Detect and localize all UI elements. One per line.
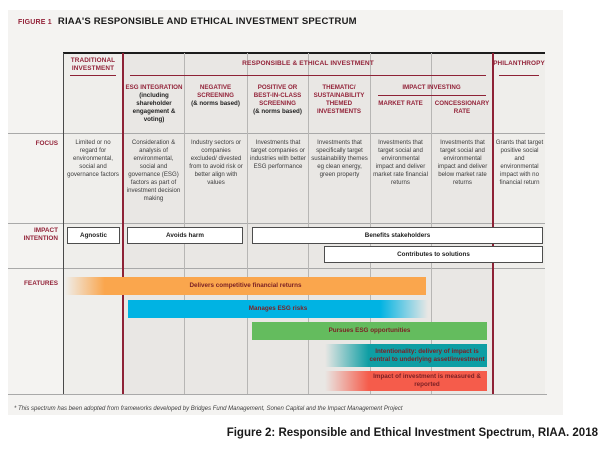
- focus-cell-philanthropy: Grants that target positive social and e…: [495, 139, 544, 187]
- column-header-positive-screening-sub: (& norms based): [253, 108, 302, 116]
- impact-box-avoids-harm: Avoids harm: [127, 227, 243, 244]
- focus-cell-traditional: Limited or no regard for environmental, …: [67, 139, 119, 179]
- grid-line-esg-negative: [184, 53, 185, 394]
- column-header-market-rate: MARKET RATE: [372, 100, 429, 108]
- grid-line-labels: [63, 53, 64, 394]
- focus-cell-concessionary-rate: Investments that target social and envir…: [437, 139, 488, 187]
- feature-bar-competitive-returns: Delivers competitive financial returns: [65, 277, 426, 295]
- column-header-negative-screening-title: NEGATIVE SCREENING: [197, 84, 234, 100]
- focus-cell-market-rate: Investments that target social and envir…: [373, 139, 428, 187]
- grid-line-positive-thematic: [308, 53, 309, 394]
- column-header-thematic-title: THEMATIC/ SUSTAINABILITY THEMED INVESTME…: [313, 84, 365, 116]
- focus-cell-positive-screening: Investments that target companies or ind…: [250, 139, 306, 171]
- column-header-esg-integration-title: ESG INTEGRATION: [125, 84, 183, 91]
- column-header-esg-integration: ESG INTEGRATION (including shareholder e…: [125, 84, 183, 124]
- column-header-concessionary-rate-title: CONCESSIONARY RATE: [434, 100, 490, 116]
- column-header-market-rate-title: MARKET RATE: [378, 100, 423, 107]
- underline-impact-investing: [378, 95, 486, 96]
- group-header-impact-investing-title: IMPACT INVESTING: [402, 84, 461, 91]
- grid-line-market-concessionary: [431, 53, 432, 394]
- column-header-concessionary-rate: CONCESSIONARY RATE: [433, 100, 491, 116]
- grid-line-thematic-market: [370, 53, 371, 394]
- column-header-positive-screening: POSITIVE OR BEST-IN-CLASS SCREENING (& n…: [249, 84, 306, 116]
- figure-title: RIAA'S RESPONSIBLE AND ETHICAL INVESTMEN…: [57, 16, 357, 27]
- group-header-responsible: RESPONSIBLE & ETHICAL INVESTMENT: [242, 60, 374, 67]
- feature-bar-manages-esg-risks: Manages ESG risks: [128, 300, 428, 318]
- focus-cell-esg-integration: Consideration & analysis of environmenta…: [126, 139, 181, 203]
- column-header-negative-screening-sub: (& norms based): [191, 100, 240, 108]
- column-header-positive-screening-title: POSITIVE OR BEST-IN-CLASS SCREENING: [253, 84, 302, 108]
- column-header-negative-screening: NEGATIVE SCREENING (& norms based): [186, 84, 245, 108]
- divider-impact-features: [8, 268, 545, 269]
- figure-number-tag: FIGURE 1: [18, 19, 52, 26]
- column-header-esg-integration-sub: (including shareholder engagement & voti…: [132, 92, 176, 124]
- group-header-traditional: TRADITIONAL INVESTMENT: [70, 57, 116, 72]
- impact-box-agnostic: Agnostic: [67, 227, 120, 244]
- underline-responsible: [130, 75, 486, 76]
- feature-bar-pursues-esg-opportunities: Pursues ESG opportunities: [252, 322, 487, 340]
- row-label-features: FEATURES: [24, 280, 58, 287]
- impact-box-contributes-to-solutions: Contributes to solutions: [324, 246, 543, 263]
- column-header-thematic: THEMATIC/ SUSTAINABILITY THEMED INVESTME…: [310, 84, 368, 116]
- group-header-philanthropy: PHILANTHROPY: [493, 60, 545, 67]
- table-bottom-border: [8, 394, 547, 395]
- divider-header-focus: [8, 133, 545, 134]
- grid-line-traditional-esg: [122, 53, 124, 394]
- focus-cell-negative-screening: Industry sectors or companies excluded/ …: [189, 139, 243, 187]
- row-label-focus: FOCUS: [35, 140, 58, 147]
- focus-cell-thematic: Investments that specifically target sus…: [311, 139, 368, 179]
- figure-caption: Figure 2: Responsible and Ethical Invest…: [226, 427, 598, 439]
- group-header-impact-investing: IMPACT INVESTING: [370, 84, 493, 92]
- underline-traditional: [70, 75, 116, 76]
- grid-line-negative-positive: [247, 53, 248, 394]
- row-label-impact-intention: IMPACT INTENTION: [23, 227, 58, 243]
- feature-bar-intentionality: Intentionality: delivery of impact is ce…: [325, 344, 487, 367]
- impact-box-benefits-stakeholders: Benefits stakeholders: [252, 227, 543, 244]
- divider-focus-impact: [8, 223, 545, 224]
- footnote: * This spectrum has been adopted from fr…: [14, 406, 403, 412]
- underline-philanthropy: [499, 75, 539, 76]
- figure-header: FIGURE 1 RIAA'S RESPONSIBLE AND ETHICAL …: [18, 16, 357, 27]
- table-top-border: [63, 52, 545, 54]
- grid-line-concessionary-philanthropy: [492, 53, 494, 394]
- feature-bar-impact-measured: Impact of investment is measured & repor…: [325, 371, 487, 391]
